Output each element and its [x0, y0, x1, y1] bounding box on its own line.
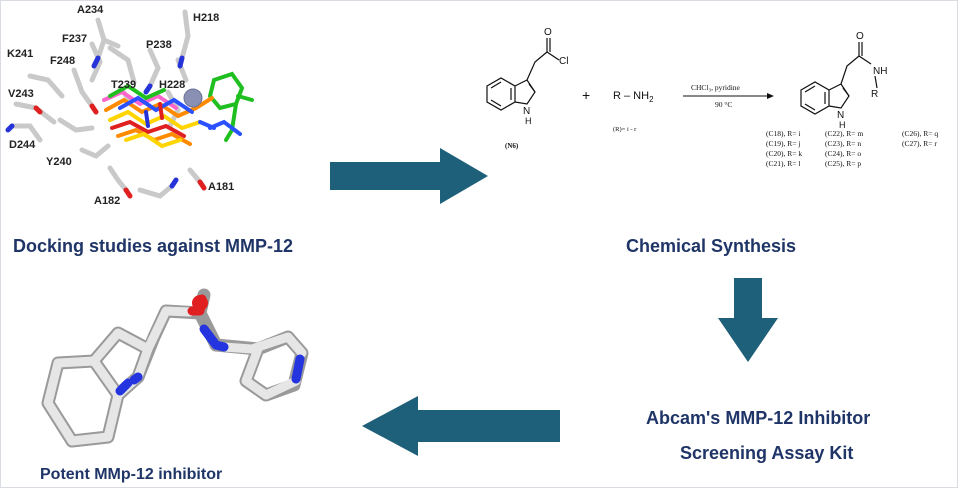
compound-c22: (C22), R= m	[825, 129, 863, 138]
docking-image: A234 H218 F237 P238 K241 F248 T239 H228 …	[5, 4, 254, 207]
product-n-atom: N	[837, 110, 844, 121]
compound-c21: (C21), R= l	[766, 159, 800, 168]
inhibitor-caption: Potent MMp-12 inhibitor	[40, 466, 223, 483]
docking-panel: A234 H218 F237 P238 K241 F248 T239 H228 …	[0, 0, 300, 225]
amine-r-note: (R)= i - r	[613, 126, 637, 133]
reactant1-h-atom: H	[525, 116, 532, 126]
product-r-atom: R	[871, 89, 878, 100]
reactant1-label: (N6)	[505, 142, 519, 150]
amine-formula: R – NH2	[613, 90, 654, 104]
compound-c23: (C23), R= n	[825, 139, 861, 148]
residue-label-a182: A182	[94, 195, 120, 207]
residue-label-v243: V243	[8, 88, 34, 100]
residue-label-a234: A234	[77, 4, 104, 16]
reactant1-n-atom: N	[523, 106, 530, 117]
assay-caption-line2: Screening Assay Kit	[680, 443, 854, 463]
residue-label-y240: Y240	[46, 156, 72, 168]
reactant1-cl-atom: Cl	[559, 56, 568, 67]
compound-c19: (C19), R= j	[766, 139, 800, 148]
reaction-temperature: 90 °C	[715, 100, 732, 109]
residue-label-h228: H228	[159, 79, 185, 91]
residue-label-f248: F248	[50, 55, 75, 67]
reaction-scheme: O Cl N H (N6) + R – NH2 (R)= i - r CHCl₃…	[486, 27, 938, 168]
arrow-right	[330, 148, 488, 204]
residue-label-h218: H218	[193, 12, 219, 24]
docking-caption: Docking studies against MMP-12	[13, 236, 294, 256]
arrow-left	[362, 396, 560, 456]
synthesis-caption: Chemical Synthesis	[626, 236, 797, 256]
inhibitor-stick-model	[41, 288, 309, 448]
residue-label-f237: F237	[62, 33, 87, 45]
residue-label-a181: A181	[208, 181, 234, 193]
product-nh-atom: NH	[873, 66, 887, 77]
residue-label-p238: P238	[146, 39, 172, 51]
residue-label-t239: T239	[111, 79, 136, 91]
compound-c18: (C18), R= i	[766, 129, 800, 138]
arrow-down	[718, 278, 778, 362]
residue-label-d244: D244	[9, 139, 36, 151]
assay-caption-line1: Abcam's MMP-12 Inhibitor	[646, 408, 871, 428]
compound-c20: (C20), R= k	[766, 149, 802, 158]
compound-c26: (C26), R= q	[902, 129, 938, 138]
plus-sign: +	[582, 87, 590, 103]
residue-label-k241: K241	[7, 48, 33, 60]
compound-c27: (C27), R= r	[902, 139, 937, 148]
product-o-atom: O	[856, 31, 864, 42]
compound-list: (C18), R= i (C22), R= m (C26), R= q (C19…	[766, 129, 938, 168]
reactant1-o-atom: O	[544, 27, 552, 38]
reaction-reagents: CHCl₃, pyridine	[691, 83, 741, 92]
synthesis-scheme: O Cl N H (N6) + R – NH2 (R)= i - r CHCl₃…	[465, 0, 958, 230]
product-h-atom: H	[839, 120, 846, 130]
inhibitor-structure	[20, 285, 330, 460]
compound-c24: (C24), R= o	[825, 149, 861, 158]
compound-c25: (C25), R= p	[825, 159, 861, 168]
